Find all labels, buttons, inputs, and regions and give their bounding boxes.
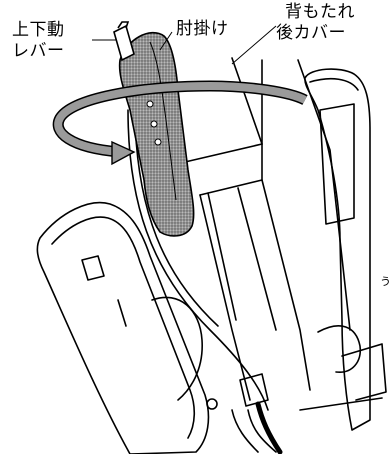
backrest-panel	[184, 57, 311, 401]
lever-label-line2: レバー	[12, 41, 65, 61]
armrest-leader	[159, 31, 173, 51]
back-cover-label-line1: 背もたれ	[285, 2, 355, 22]
edge-partial-char: う	[380, 275, 391, 288]
lower-hardware	[151, 296, 277, 453]
back-cover-panel	[297, 59, 371, 431]
right-lower-frame	[299, 325, 387, 411]
seat-cushion	[36, 201, 210, 454]
back-cover-label-line2: 後カバー	[276, 23, 346, 43]
rotation-arrow	[52, 80, 308, 166]
up-down-lever	[113, 21, 135, 62]
strap	[255, 401, 283, 454]
leader-lines	[92, 25, 277, 65]
lever-label-line1: 上下動	[12, 20, 65, 40]
armrest-shape	[118, 31, 195, 237]
armrest-label: 肘掛け	[176, 19, 229, 39]
back-cover-leader	[231, 25, 277, 65]
